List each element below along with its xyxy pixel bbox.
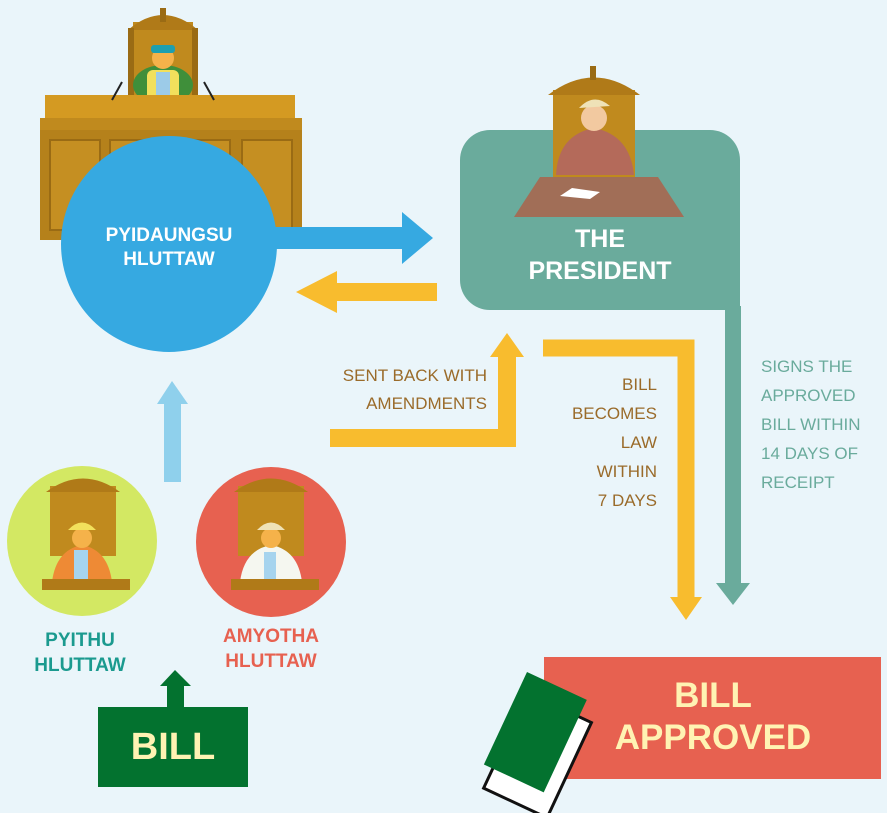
upper-house-line1: AMYOTHA xyxy=(222,626,320,647)
upper-house-label: AMYOTHA HLUTTAW xyxy=(196,624,346,674)
becomes-law-line5: 7 DAYS xyxy=(597,491,657,510)
president-line2: PRESIDENT xyxy=(528,257,672,285)
arrow-sent-back xyxy=(330,355,516,447)
approved-line2: APPROVED xyxy=(614,718,812,757)
arrow-to-president xyxy=(275,212,433,264)
approved-node xyxy=(544,657,881,779)
president-label: THE PRESIDENT xyxy=(480,223,720,287)
arrow-back-to-assembly xyxy=(296,271,437,313)
lower-house-throne-icon xyxy=(42,478,130,590)
union-assembly-line1: PYIDAUNGSU xyxy=(105,225,233,246)
union-assembly-node xyxy=(61,136,277,352)
becomes-law-line2: BECOMES xyxy=(571,404,657,423)
president-desk-icon xyxy=(514,177,684,217)
president-figure-icon xyxy=(556,99,634,175)
union-assembly-line2: HLUTTAW xyxy=(123,249,215,270)
arrow-signs xyxy=(725,306,741,588)
arrow-signs-head xyxy=(716,583,750,605)
signs-line3: BILL WITHIN xyxy=(761,415,861,434)
signs-label: SIGNS THE APPROVED BILL WITHIN 14 DAYS O… xyxy=(761,352,886,497)
upper-house-line2: HLUTTAW xyxy=(225,651,317,672)
arrow-becomes-law-head xyxy=(670,597,702,620)
bill-node xyxy=(98,707,248,787)
signs-line2: APPROVED xyxy=(761,386,856,405)
signs-line4: 14 DAYS OF xyxy=(761,444,858,463)
signs-line1: SIGNS THE xyxy=(761,357,853,376)
arrow-sent-back-head xyxy=(490,333,524,357)
president-line1: THE xyxy=(575,225,625,253)
sent-back-line1: SENT BACK WITH xyxy=(342,366,487,385)
sent-back-label: SENT BACK WITH AMENDMENTS xyxy=(295,362,487,418)
approved-line1: BILL xyxy=(674,676,752,715)
lower-house-label: PYITHU HLUTTAW xyxy=(5,628,155,678)
lower-house-line2: HLUTTAW xyxy=(34,655,126,676)
sent-back-line2: AMENDMENTS xyxy=(366,394,487,413)
approved-label: BILL APPROVED xyxy=(588,675,838,759)
arrow-bill-to-houses xyxy=(160,670,191,710)
president-node xyxy=(460,130,740,310)
speaker-figure-icon xyxy=(133,45,193,105)
union-assembly-label: PYIDAUNGSU HLUTTAW xyxy=(69,224,269,272)
upper-house-throne-icon xyxy=(231,478,319,590)
bill-label: BILL xyxy=(130,726,216,768)
arrow-becomes-law xyxy=(543,339,695,598)
becomes-law-label: BILL BECOMES LAW WITHIN 7 DAYS xyxy=(545,370,657,515)
lower-house-line1: PYITHU xyxy=(45,630,115,651)
book-icon xyxy=(481,672,594,813)
becomes-law-line4: WITHIN xyxy=(596,462,657,481)
becomes-law-line1: BILL xyxy=(622,375,657,394)
signs-line5: RECEIPT xyxy=(761,473,835,492)
arrow-houses-to-assembly xyxy=(157,381,188,482)
becomes-law-line3: LAW xyxy=(620,433,657,452)
